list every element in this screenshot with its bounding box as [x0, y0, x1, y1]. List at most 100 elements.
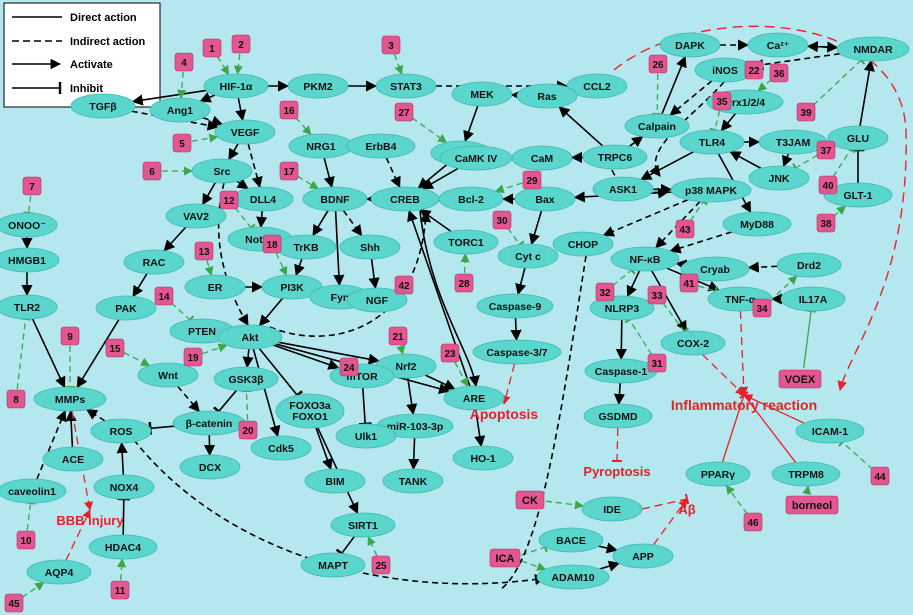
- badge-1-box: [202, 38, 222, 58]
- node-vav2-label: VAV2: [183, 211, 209, 223]
- badge-12: 12: [219, 190, 239, 210]
- badge-31-label: 31: [651, 359, 663, 370]
- node-dcx-shape: [179, 454, 241, 480]
- node-stat3-label: STAT3: [390, 81, 422, 93]
- node-gsk3b-label: GSK3β: [228, 374, 264, 386]
- badge-26: 26: [648, 54, 668, 74]
- legend-label-inhibit: Inhibit: [70, 83, 103, 95]
- node-nmdar-label: NMDAR: [853, 44, 892, 56]
- node-shh: Shh: [339, 234, 401, 260]
- node-nox4: NOX4: [93, 474, 155, 500]
- node-myd88-label: MyD88: [740, 219, 774, 231]
- node-ulk1-label: Ulk1: [355, 431, 377, 443]
- edge-3-stat3: [393, 54, 404, 75]
- node-bax-shape: [514, 186, 576, 212]
- node-hif1a-label: HIF-1α: [220, 81, 253, 93]
- node-akt-shape: [217, 324, 283, 350]
- node-gsk3b: GSK3β: [213, 366, 279, 392]
- box-ck-label: CK: [522, 495, 538, 507]
- node-akt: Akt: [217, 324, 283, 350]
- node-rac: RAC: [123, 249, 185, 275]
- badge-13-label: 13: [198, 247, 210, 258]
- outcome-abeta: Aβ: [678, 502, 695, 517]
- node-cam-label: CaM: [531, 153, 553, 165]
- badge-22: 22: [744, 60, 764, 80]
- node-sirt1-label: SIRT1: [348, 520, 378, 532]
- node-nfkb: NF-κB: [610, 246, 680, 272]
- badge-6-label: 6: [149, 167, 155, 178]
- node-torc1: TORC1: [433, 229, 499, 255]
- badge-3-label: 3: [388, 41, 394, 52]
- node-casp37: Caspase-3/7: [472, 339, 562, 365]
- node-cox2: COX-2: [660, 330, 726, 356]
- edge-10-caveolin: [25, 501, 36, 531]
- node-il17a: IL17A: [780, 286, 846, 312]
- node-hdac4: HDAC4: [88, 534, 158, 560]
- badge-39-label: 39: [800, 108, 812, 119]
- edge-44-icam1: [838, 437, 874, 470]
- badge-45-label: 45: [8, 599, 20, 610]
- badge-32-box: [595, 282, 615, 302]
- node-casp1: Caspase-1: [584, 358, 658, 384]
- node-stat3: STAT3: [375, 73, 437, 99]
- edge-mmps-bbb: [71, 410, 94, 511]
- node-pak-shape: [95, 295, 157, 321]
- badge-7-label: 7: [29, 182, 35, 193]
- node-trpc6: TRPC6: [582, 144, 648, 170]
- badge-15: 15: [105, 338, 125, 358]
- node-casp9-label: Caspase-9: [489, 301, 542, 313]
- badge-12-label: 12: [223, 196, 235, 207]
- edge-2-hif1a: [233, 53, 243, 75]
- node-pi3k: PI3K: [261, 274, 323, 300]
- badge-22-label: 22: [748, 66, 760, 77]
- node-tgfb: TGFβ: [70, 93, 136, 119]
- badge-20: 20: [238, 420, 258, 440]
- node-wnt-shape: [137, 362, 199, 388]
- edge-30-cytc: [507, 227, 525, 249]
- badge-8: 8: [6, 389, 26, 409]
- node-icam1-shape: [795, 418, 865, 444]
- node-caveolin-label: caveolin1: [8, 486, 56, 498]
- badge-23-box: [440, 343, 460, 363]
- badge-15-label: 15: [109, 344, 121, 355]
- badge-31-box: [647, 353, 667, 373]
- edge-29-bcl2: [494, 182, 523, 194]
- node-tank-shape: [382, 468, 444, 494]
- edge-rac-pak: [132, 273, 148, 298]
- box-ck: CK: [515, 490, 545, 510]
- node-dcx: DCX: [179, 454, 241, 480]
- box-borneol-label: borneol: [792, 500, 832, 512]
- badge-29-label: 29: [526, 176, 538, 187]
- node-aqp4-shape: [26, 559, 92, 585]
- edge-35-tlr4: [709, 110, 721, 133]
- edge-vegf-src: [228, 143, 239, 161]
- node-cryab: Cryab: [680, 256, 750, 282]
- node-gsdmd-label: GSDMD: [598, 411, 638, 423]
- box-borneol: borneol: [785, 495, 839, 515]
- node-glt1-shape: [823, 182, 893, 208]
- node-nox4-shape: [93, 474, 155, 500]
- node-foxo-shape: [275, 393, 345, 429]
- node-tlr4-label: TLR4: [699, 137, 725, 149]
- node-bax-label: Bax: [535, 194, 554, 206]
- badge-10-label: 10: [20, 536, 32, 547]
- node-dapk-shape: [659, 32, 721, 58]
- box-ica-label: ICA: [496, 553, 515, 565]
- node-wnt: Wnt: [137, 362, 199, 388]
- edge-nfkb-nlrp3: [626, 270, 641, 298]
- node-nlrp3-label: NLRP3: [605, 303, 640, 315]
- node-bace: BACE: [538, 527, 604, 553]
- badge-45-box: [4, 593, 24, 613]
- node-cryab-label: Cryab: [700, 264, 730, 276]
- node-ang1: Ang1: [149, 97, 211, 123]
- badge-30-label: 30: [496, 216, 508, 227]
- node-ide-shape: [581, 496, 643, 522]
- edge-are-ho1: [474, 409, 486, 448]
- node-mmps: MMPs: [33, 386, 107, 412]
- edge-caveolin-mmps: [36, 409, 67, 480]
- edge-15-wnt: [123, 351, 151, 367]
- node-adam10-shape: [536, 564, 610, 590]
- node-tgfb-shape: [70, 93, 136, 119]
